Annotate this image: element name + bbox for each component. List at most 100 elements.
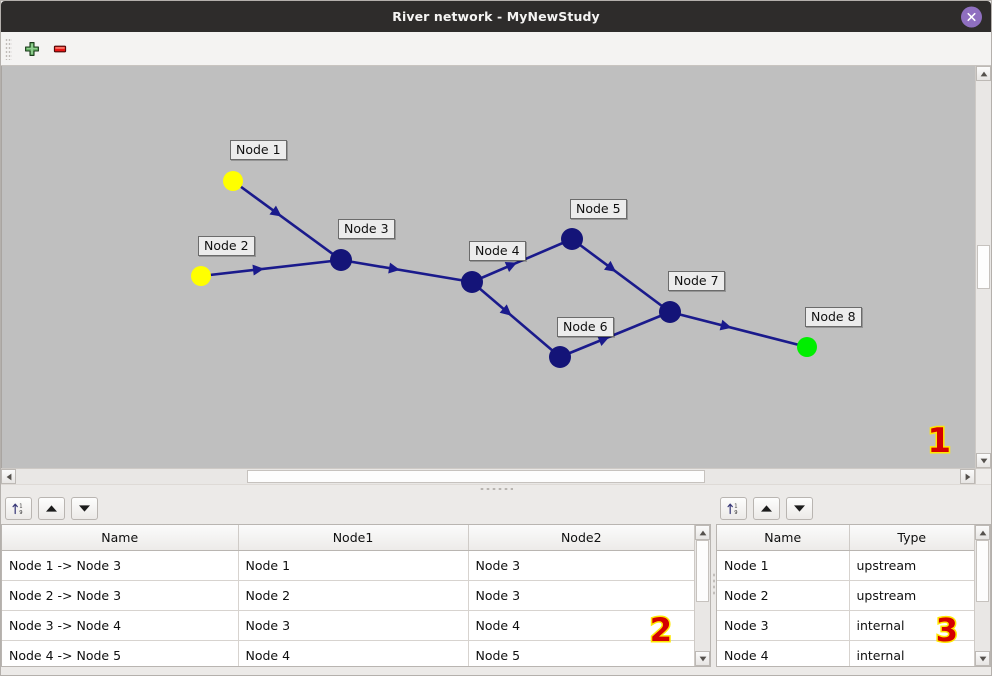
delete-node-button[interactable]	[46, 35, 74, 63]
reaches-cell-name[interactable]: Node 1 -> Node 3	[2, 550, 239, 581]
vertical-splitter[interactable]	[711, 493, 716, 675]
caret-left-icon	[6, 473, 11, 480]
horizontal-splitter[interactable]	[1, 484, 991, 493]
add-node-button[interactable]	[18, 35, 46, 63]
reaches-cell-node1[interactable]: Node 3	[238, 610, 469, 641]
graph-node-label-node-1[interactable]: Node 1	[230, 140, 287, 160]
nodes-move-up-button[interactable]	[753, 497, 780, 520]
reaches-vscroll-thumb[interactable]	[696, 540, 709, 603]
reaches-scroll-up-button[interactable]	[695, 525, 710, 540]
nodes-cell-name[interactable]: Node 3	[717, 610, 850, 641]
reaches-toolbar: 1 9	[1, 493, 711, 524]
arrow-down-icon	[79, 505, 90, 512]
svg-text:1: 1	[734, 504, 737, 510]
reaches-cell-node1[interactable]: Node 2	[238, 580, 469, 611]
nodes-cell-name[interactable]: Node 2	[717, 580, 850, 611]
edge-arrowhead	[499, 304, 512, 316]
reaches-move-down-button[interactable]	[71, 497, 98, 520]
graph-node-label-node-5[interactable]: Node 5	[570, 199, 627, 219]
nodes-cell-type[interactable]: internal	[849, 640, 974, 666]
svg-text:1: 1	[19, 504, 22, 510]
reaches-cell-node2[interactable]: Node 3	[468, 550, 694, 581]
graph-vscroll-thumb[interactable]	[977, 244, 990, 290]
graph-node-node-3[interactable]	[330, 249, 352, 271]
scroll-down-button[interactable]	[976, 453, 991, 468]
bottom-panels: 1 9 Name	[1, 493, 991, 675]
reaches-vscroll-track[interactable]	[695, 540, 710, 651]
nodes-move-down-button[interactable]	[786, 497, 813, 520]
graph-node-label-node-7[interactable]: Node 7	[668, 271, 725, 291]
graph-canvas[interactable]: Node 1 Node 2 Node 3 Node 4 Node 5 Node 6 Node…	[2, 66, 975, 468]
nodes-cell-name[interactable]: Node 4	[717, 640, 850, 666]
nodes-col-name[interactable]: Name	[717, 525, 850, 551]
reaches-cell-node2[interactable]: Node 3	[468, 580, 694, 611]
graph-node-node-2[interactable]	[191, 266, 211, 286]
graph-hscroll-track[interactable]	[16, 469, 960, 484]
reaches-sort-button[interactable]: 1 9	[5, 497, 32, 520]
nodes-cell-name[interactable]: Node 1	[717, 550, 850, 581]
reaches-cell-node1[interactable]: Node 4	[238, 640, 469, 666]
scroll-left-button[interactable]	[1, 469, 16, 484]
graph-node-node-4[interactable]	[461, 271, 483, 293]
graph-node-node-5[interactable]	[561, 228, 583, 250]
svg-text:9: 9	[19, 510, 22, 516]
graph-node-label-node-2[interactable]: Node 2	[198, 236, 255, 256]
graph-node-node-6[interactable]	[549, 346, 571, 368]
nodes-toolbar: 1 9	[716, 493, 991, 524]
close-button[interactable]	[961, 6, 982, 27]
window-title: River network - MyNewStudy	[392, 9, 600, 24]
close-icon	[967, 12, 976, 21]
reaches-col-node1[interactable]: Node1	[238, 525, 469, 551]
nodes-cell-type[interactable]: upstream	[849, 550, 974, 581]
reaches-scroll-down-button[interactable]	[695, 651, 710, 666]
reaches-cell-name[interactable]: Node 3 -> Node 4	[2, 610, 239, 641]
scroll-right-button[interactable]	[960, 469, 975, 484]
graph-vscroll-track[interactable]	[976, 81, 991, 453]
reaches-cell-node2[interactable]: Node 4	[468, 610, 694, 641]
graph-view: Node 1 Node 2 Node 3 Node 4 Node 5 Node 6 Node…	[1, 66, 991, 468]
nodes-vscroll-track[interactable]	[975, 540, 990, 651]
reaches-vertical-scrollbar[interactable]	[694, 525, 710, 666]
nodes-vertical-scrollbar[interactable]	[974, 525, 990, 666]
graph-node-label-node-6[interactable]: Node 6	[557, 317, 614, 337]
graph-hscroll-thumb[interactable]	[247, 470, 706, 483]
nodes-cell-type[interactable]: internal	[849, 610, 974, 641]
graph-vertical-scrollbar[interactable]	[975, 66, 991, 468]
nodes-scroll-down-button[interactable]	[975, 651, 990, 666]
nodes-cell-type[interactable]: upstream	[849, 580, 974, 611]
graph-node-label-node-3[interactable]: Node 3	[338, 219, 395, 239]
minus-red-icon	[53, 45, 67, 52]
graph-node-label-node-4[interactable]: Node 4	[469, 241, 526, 261]
reaches-move-up-button[interactable]	[38, 497, 65, 520]
nodes-vscroll-thumb[interactable]	[976, 540, 989, 603]
reaches-cell-name[interactable]: Node 4 -> Node 5	[2, 640, 239, 666]
reaches-col-node2[interactable]: Node2	[468, 525, 694, 551]
nodes-col-type[interactable]: Type	[849, 525, 974, 551]
graph-horizontal-scrollbar[interactable]	[1, 468, 975, 484]
reaches-cell-node2[interactable]: Node 5	[468, 640, 694, 666]
nodes-sort-button[interactable]: 1 9	[720, 497, 747, 520]
arrow-up-icon	[46, 505, 57, 512]
toolbar-grip[interactable]	[5, 37, 12, 60]
reaches-cell-node1[interactable]: Node 1	[238, 550, 469, 581]
reaches-col-name[interactable]: Name	[2, 525, 239, 551]
graph-node-node-8[interactable]	[797, 337, 817, 357]
nodes-scroll-up-button[interactable]	[975, 525, 990, 540]
graph-node-label-node-8[interactable]: Node 8	[805, 307, 862, 327]
scroll-up-button[interactable]	[976, 66, 991, 81]
arrow-down-icon	[794, 505, 805, 512]
graph-node-node-7[interactable]	[659, 301, 681, 323]
reaches-cell-name[interactable]: Node 2 -> Node 3	[2, 580, 239, 611]
edge-arrowhead	[719, 319, 732, 331]
graph-node-node-1[interactable]	[223, 171, 243, 191]
